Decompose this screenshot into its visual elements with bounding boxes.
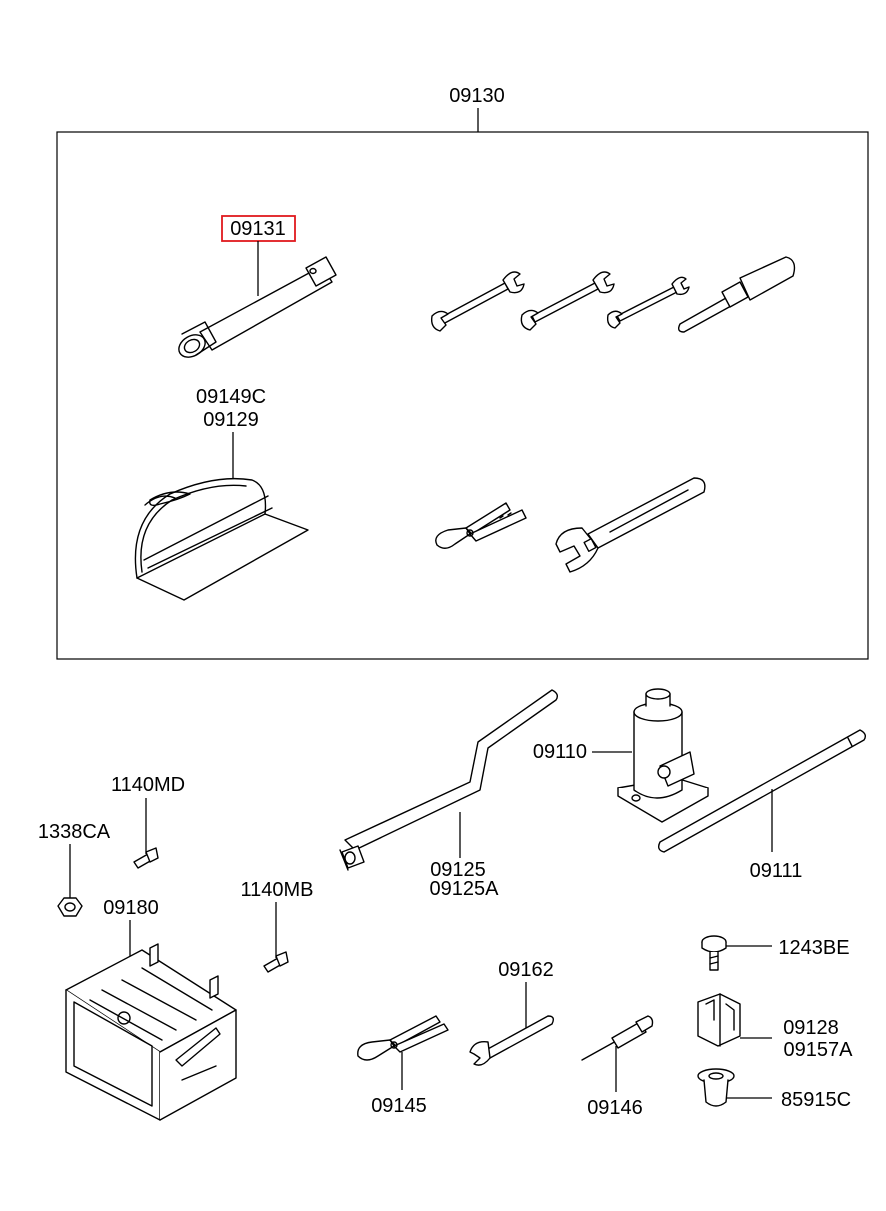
crank-handle-drawing (339, 689, 559, 871)
tool-bag-drawing (134, 477, 309, 601)
box-wrench-drawing (178, 256, 337, 358)
grommet-drawing (697, 1068, 735, 1107)
label-holder[interactable]: 09180 (103, 897, 159, 919)
label-clip-2[interactable]: 09157A (784, 1039, 854, 1061)
label-crank-handle-1[interactable]: 09125 (430, 859, 486, 881)
label-tool-bag-1[interactable]: 09149C (196, 386, 266, 408)
screwdriver-drawing (581, 1015, 654, 1061)
clip-drawing (697, 993, 741, 1047)
label-pliers[interactable]: 09145 (371, 1095, 427, 1117)
adjustable-wrench-drawing (555, 477, 706, 573)
wrench-small-drawing (469, 1015, 555, 1066)
label-box-wrench-highlighted[interactable]: 09131 (221, 215, 296, 242)
label-clip-1[interactable]: 09128 (783, 1017, 839, 1039)
label-jack-handle[interactable]: 09111 (750, 860, 803, 882)
open-end-wrenches-drawing (430, 271, 690, 332)
label-grommet[interactable]: 85915C (781, 1089, 851, 1111)
label-tool-bag-2[interactable]: 09129 (203, 409, 259, 431)
label-wrench-small[interactable]: 09162 (498, 959, 554, 981)
label-screw-right[interactable]: 1243BE (778, 937, 849, 959)
holder-bracket-drawing (65, 943, 237, 1121)
label-crank-handle-2[interactable]: 09125A (430, 878, 500, 900)
screw-drawing (701, 935, 727, 971)
nut-drawing (57, 897, 83, 917)
label-screwdriver[interactable]: 09146 (587, 1097, 643, 1119)
pliers-kit-drawing (435, 502, 527, 549)
bottle-jack-drawing (617, 688, 709, 823)
bolt-mid-drawing (263, 951, 289, 973)
label-jack[interactable]: 09110 (533, 741, 587, 763)
tool-kit-frame (56, 131, 869, 660)
label-box-wrench[interactable]: 09131 (230, 218, 286, 240)
label-bolt-top[interactable]: 1140MD (111, 774, 185, 796)
label-kit-box[interactable]: 09130 (449, 85, 505, 107)
pliers-drawing (357, 1015, 449, 1061)
screwdriver-kit-drawing (677, 256, 796, 333)
label-bolt-mid[interactable]: 1140MB (240, 879, 313, 901)
label-nut[interactable]: 1338CA (38, 821, 111, 843)
jack-handle-rod-drawing (657, 729, 867, 853)
bolt-top-drawing (133, 847, 159, 869)
